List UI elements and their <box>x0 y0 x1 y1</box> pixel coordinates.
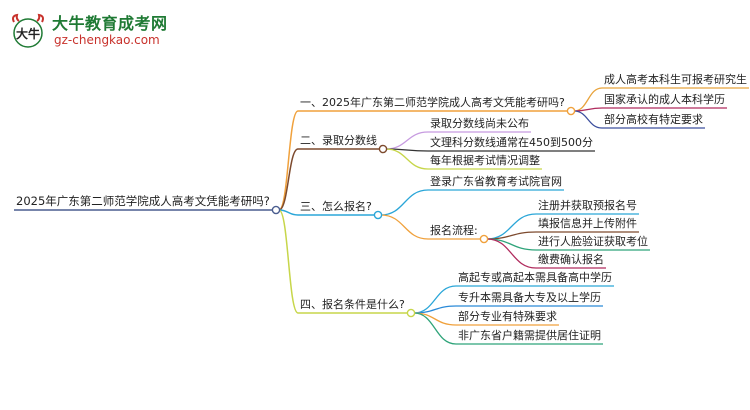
branch-4-leaf-2: 专升本需具备大专及以上学历 <box>458 291 601 304</box>
branch-2-node: 二、录取分数线 <box>300 134 377 147</box>
branch-2-leaf-2: 文理科分数线通常在450到500分 <box>430 136 593 149</box>
root-junction-dot <box>271 205 281 215</box>
branch-3-step-1: 注册并获取预报名号 <box>538 199 637 212</box>
branch-4-leaf-3: 部分专业有特殊要求 <box>458 310 557 323</box>
branch-1-child-3-edge <box>573 110 603 129</box>
branch-3-step-3: 进行人脸验证获取考位 <box>538 235 648 248</box>
branch-1-node: 一、2025年广东第二师范学院成人高考文凭能考研吗? <box>300 96 565 109</box>
site-logo: 大牛 大牛教育成考网 gz-chengkao.com <box>8 8 228 54</box>
branch-3-node: 三、怎么报名? <box>300 200 372 213</box>
branch-3-step-2: 填报信息并上传附件 <box>538 217 637 230</box>
branch-4-junction-dot <box>406 308 416 318</box>
root-to-branch-4-edge <box>278 209 299 314</box>
root-to-branch-3-edge <box>278 209 299 216</box>
step-4-edge <box>486 238 537 269</box>
bull-logo-icon: 大牛 <box>12 13 44 48</box>
logo-title: 大牛教育成考网 <box>52 14 168 33</box>
branch-3-leaf-1: 登录广东省教育考试院官网 <box>430 175 562 188</box>
process-junction-dot <box>479 234 489 244</box>
branch-4-leaf-1: 高起专或高起本需具备高中学历 <box>458 271 612 284</box>
branch-1-leaf-3: 部分高校有特定要求 <box>604 113 703 126</box>
branch-3-step-4: 缴费确认报名 <box>538 253 604 266</box>
branch-1-leaf-2: 国家承认的成人本科学历 <box>604 93 725 106</box>
branch-4-child-4-edge <box>413 312 457 345</box>
branch-4-child-3-edge <box>413 312 457 326</box>
branch-2-leaf-3: 每年根据考试情况调整 <box>430 154 540 167</box>
branch-1-junction-dot <box>566 106 576 116</box>
branch-2-junction-dot <box>378 144 388 154</box>
branch-3-child-1-edge <box>380 189 429 216</box>
branch-3-junction-dot <box>373 210 383 220</box>
branch-1-leaf-1: 成人高考本科生可报考研究生 <box>604 73 747 86</box>
svg-text:大牛: 大牛 <box>16 26 40 41</box>
logo-url: gz-chengkao.com <box>54 33 160 47</box>
root-node: 2025年广东第二师范学院成人高考文凭能考研吗? <box>16 194 270 208</box>
branch-3-subnode: 报名流程: <box>430 224 478 237</box>
branch-2-child-3-edge <box>385 148 429 170</box>
branch-4-node: 四、报名条件是什么? <box>300 298 405 311</box>
branch-2-child-1-edge <box>385 131 429 150</box>
branch-4-leaf-4: 非广东省户籍需提供居住证明 <box>458 329 601 342</box>
branch-2-leaf-1: 录取分数线尚未公布 <box>430 117 529 130</box>
root-to-branch-1-edge <box>278 110 299 211</box>
root-to-branch-2-edge <box>278 148 299 211</box>
branch-3-child-2-edge <box>380 214 429 240</box>
